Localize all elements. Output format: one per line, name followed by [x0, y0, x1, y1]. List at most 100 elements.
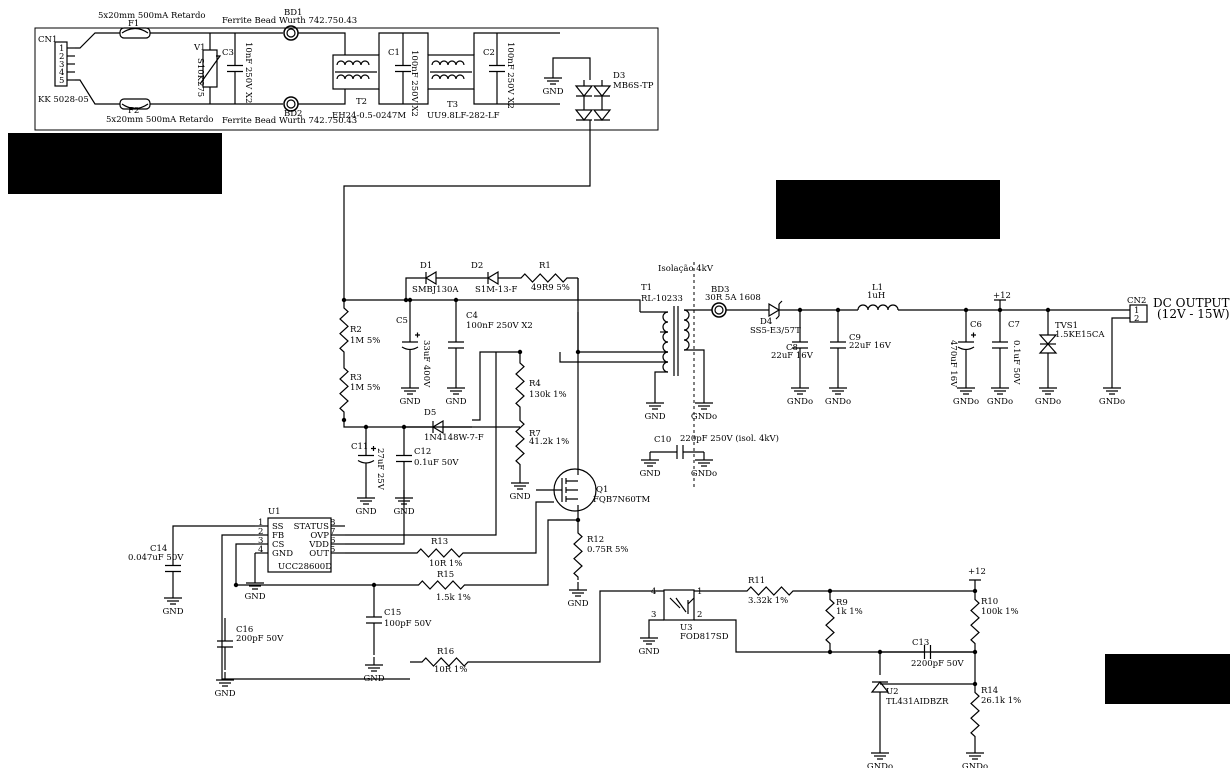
- bus-top: [344, 277, 416, 301]
- ferrite-bead-bd2-inner: [286, 99, 296, 109]
- c4-ref: C4: [466, 311, 478, 321]
- ground-symbol: [640, 630, 658, 645]
- ground-symbol: [1039, 380, 1057, 395]
- ground-label: GND: [567, 599, 588, 609]
- f1-value: 5x20mm 500mA Retardo: [98, 11, 206, 21]
- t1-ref: T1: [641, 283, 652, 293]
- u1-pin-number: 4: [258, 545, 263, 555]
- ground-symbol: [991, 380, 1009, 395]
- r14-value: 26.1k 1%: [981, 696, 1021, 706]
- ferrite-bead-bd3: [711, 302, 727, 318]
- fuse-f2-element: [121, 103, 149, 110]
- ground-symbol: [447, 380, 465, 395]
- u1-pin-number: 3: [258, 536, 263, 546]
- c16-value: 200pF 50V: [236, 634, 284, 644]
- junction-dot: [963, 307, 969, 313]
- capacitor-c14: [165, 547, 181, 590]
- f1-ref: F1: [128, 19, 139, 29]
- ground-symbol: [646, 395, 664, 410]
- ground-symbol: [164, 590, 182, 605]
- resistor-r4: [515, 360, 525, 410]
- r1-ref: R1: [539, 261, 551, 271]
- d3-value: MB6S-TP: [613, 81, 654, 91]
- u1-pin-number: 2: [258, 527, 263, 537]
- plus12-top-label: +12: [993, 291, 1011, 301]
- bd1-ref: BD1: [284, 8, 302, 18]
- schottky-d4: [758, 304, 790, 316]
- u1-pin-number: 1: [258, 518, 263, 528]
- cn1-pin-number: 3: [59, 60, 64, 70]
- c7-value: 0.1uF 50V: [1011, 340, 1021, 385]
- d5-ref: D5: [424, 408, 436, 418]
- r1-value: 49R9 5%: [531, 283, 570, 293]
- ground-symbol: [357, 490, 375, 505]
- capacitor-c6-plus: [971, 332, 976, 338]
- u1-pin-name: SS: [272, 522, 284, 532]
- u3-wires: [648, 590, 975, 653]
- choke-t3-windings: [431, 60, 465, 80]
- u1-pin-number: 8: [330, 518, 335, 528]
- r9-ref: R9: [836, 598, 848, 608]
- fuse-f1: [119, 27, 151, 39]
- fuse-f1-element: [121, 27, 149, 34]
- r13-value: 10R 1%: [429, 559, 462, 569]
- c5-ref: C5: [396, 316, 408, 326]
- c9-value: 22uF 16V: [849, 341, 892, 351]
- schottky-d4-zener: [775, 300, 783, 320]
- capacitor-c10: [670, 445, 690, 459]
- c9-ref: C9: [849, 333, 861, 343]
- optocoupler-u3: [663, 589, 695, 621]
- capacitor-c4: [448, 310, 464, 380]
- plus12-bottom-label: +12: [968, 567, 986, 577]
- diode-d1-body: [424, 270, 437, 286]
- l1-ref: L1: [872, 283, 883, 293]
- u3-value: FOD817SD: [680, 632, 729, 642]
- junction-dot: [403, 297, 409, 303]
- c14-ref: C14: [150, 544, 167, 554]
- varistor-v1-arrow: [199, 55, 222, 85]
- junction-dot: [233, 582, 239, 588]
- c13-ref: C13: [912, 638, 929, 648]
- u1-right-wires: [345, 352, 497, 554]
- c10-ref: C10: [654, 435, 671, 445]
- choke-t2-frame: [332, 54, 380, 90]
- ground-label: GNDo: [962, 762, 988, 768]
- controller-u1: [267, 517, 332, 573]
- capacitor-c3: [227, 33, 243, 104]
- capacitor-c12: [396, 427, 412, 490]
- ground-symbol: [544, 70, 562, 85]
- c12-value: 0.1uF 50V: [414, 458, 459, 468]
- v1-value: S10K275: [195, 58, 205, 97]
- r15-ref: R15: [437, 570, 454, 580]
- junction-dot: [972, 681, 978, 687]
- r14-ref: R14: [981, 686, 998, 696]
- r7-ref: R7: [529, 429, 541, 439]
- redaction-box-1: [8, 133, 222, 194]
- cn1-pin-number: 1: [59, 44, 64, 54]
- c11-ref: C11: [351, 442, 368, 452]
- aux-winding-wire: [472, 351, 668, 421]
- r4-ref: R4: [529, 379, 541, 389]
- cn2-pin-1: 1: [1134, 306, 1139, 316]
- d5-value: 1N4148W-7-F: [424, 433, 484, 443]
- ground-label: GND: [244, 592, 265, 602]
- r4-value: 130k 1%: [529, 390, 567, 400]
- ground-symbol: [641, 452, 659, 467]
- u1-pin-name: VDD: [308, 540, 329, 550]
- ground-symbol: [695, 395, 713, 410]
- resistor-r12: [573, 530, 583, 580]
- choke-t2-windings: [336, 60, 370, 80]
- t1-secondary-winding: [683, 309, 690, 351]
- capacitor-c9: [830, 310, 846, 380]
- r2-value: 1M 5%: [350, 336, 380, 346]
- capacitor-c13: [880, 645, 975, 659]
- junction-dot: [407, 297, 413, 303]
- c16-ref: C16: [236, 625, 253, 635]
- ground-label: GND: [355, 507, 376, 517]
- cn2-pin-2: 2: [1134, 314, 1139, 324]
- resistor-r7: [515, 410, 525, 475]
- c12-ref: C12: [414, 447, 431, 457]
- d4-ref: D4: [760, 317, 772, 327]
- u1-pin-number: 7: [330, 527, 335, 537]
